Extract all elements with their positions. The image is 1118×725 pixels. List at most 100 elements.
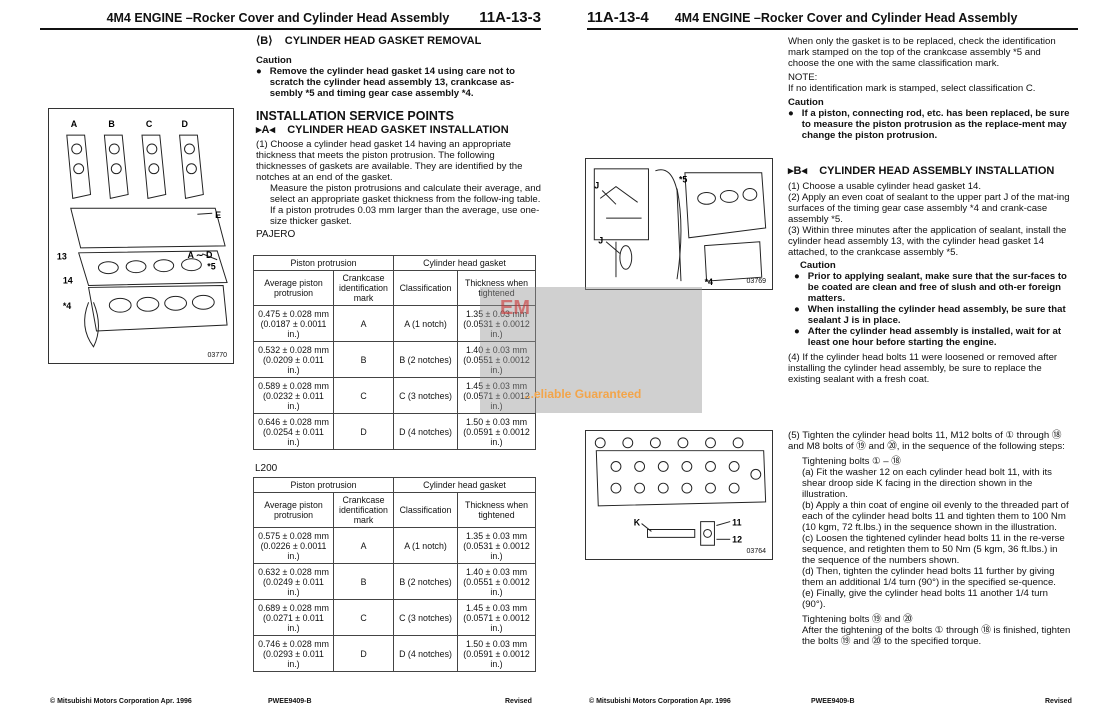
table-row: 0.589 ± 0.028 mm (0.0232 ± 0.011 in.) C … xyxy=(253,377,536,414)
cell-avg: 0.532 ± 0.028 mm (0.0209 ± 0.011 in.) xyxy=(253,341,334,378)
fig2-label-12: 12 xyxy=(732,534,742,544)
cell-mark: B xyxy=(333,341,394,378)
caution2-label: Caution xyxy=(800,260,836,271)
table-row: 0.646 ± 0.028 mm (0.0254 ± 0.011 in.) D … xyxy=(253,413,536,450)
tight2-text: After the tightening of the bolts ① thro… xyxy=(802,625,1071,647)
th-mark: Crankcase identification mark xyxy=(333,492,394,528)
gasket-figure: A B C D E 13 14 A ∼ D *5 *4 03770 xyxy=(48,108,234,364)
table-row: 0.532 ± 0.028 mm (0.0209 ± 0.011 in.) B … xyxy=(253,341,536,378)
left-page: 4M4 ENGINE –Rocker Cover and Cylinder He… xyxy=(40,9,541,705)
step1b: Measure the piston protrusions and calcu… xyxy=(270,183,541,205)
th-piston: Piston protrusion xyxy=(253,477,394,493)
cell-avg: 0.632 ± 0.028 mm (0.0249 ± 0.011 in.) xyxy=(253,563,334,600)
table-row: 0.475 ± 0.028 mm (0.0187 ± 0.0011 in.) A… xyxy=(253,305,536,342)
left-caution-label: Caution xyxy=(256,55,292,66)
cell-thk: 1.45 ± 0.03 mm (0.0571 ± 0.0012 in.) xyxy=(457,599,536,636)
bolt-sequence-illustration: K 11 12 xyxy=(594,437,767,546)
l200-label: L200 xyxy=(255,463,278,474)
right-footer-code: PWEE9409-B xyxy=(811,698,855,705)
right-header-title: 4M4 ENGINE –Rocker Cover and Cylinder He… xyxy=(674,11,1018,25)
fig1-id: 03769 xyxy=(746,278,766,285)
tight2-label: Tightening bolts ⑲ and ⑳ xyxy=(802,614,913,625)
th-gasket: Cylinder head gasket xyxy=(393,255,536,271)
th-avg: Average piston protrusion xyxy=(253,492,334,528)
removal-marker: ⟨B⟩ xyxy=(256,35,273,47)
table-row: 0.746 ± 0.028 mm (0.0293 ± 0.011 in.) D … xyxy=(253,635,536,672)
table-row: 0.632 ± 0.028 mm (0.0249 ± 0.011 in.) B … xyxy=(253,563,536,600)
cell-cls: B (2 notches) xyxy=(393,341,458,378)
fig-label-14: 14 xyxy=(63,275,73,285)
cell-cls: A (1 notch) xyxy=(393,527,458,564)
cell-mark: A xyxy=(333,527,394,564)
cell-mark: A xyxy=(333,305,394,342)
watermark-badge: EM xyxy=(500,297,530,319)
fig2-label-11: 11 xyxy=(732,518,741,528)
left-footer-rev: Revised xyxy=(505,698,532,705)
gasket-illustration: A B C D E 13 14 A ∼ D *5 *4 xyxy=(57,119,228,348)
step-5: (5) Tighten the cylinder head bolts 11, … xyxy=(788,430,1065,452)
cell-avg: 0.589 ± 0.028 mm (0.0232 ± 0.011 in.) xyxy=(253,377,334,414)
step-4: (4) If the cylinder head bolts 11 were l… xyxy=(788,352,1058,385)
note-label: NOTE: xyxy=(788,72,818,83)
fig-letter-c: C xyxy=(146,119,153,129)
substep: (b) Apply a thin coat of engine oil even… xyxy=(802,500,1069,533)
cell-avg: 0.689 ± 0.028 mm (0.0271 ± 0.011 in.) xyxy=(253,599,334,636)
bolt-sequence-figure: K 11 12 03764 xyxy=(585,430,773,560)
sealant-figure: J J *5 *4 03769 xyxy=(585,158,773,290)
th-thk: Thickness when tightened xyxy=(457,492,536,528)
fig1-label-s5: *5 xyxy=(679,175,687,185)
right-caution-label: Caution xyxy=(788,97,824,108)
tightening-section: (5) Tighten the cylinder head bolts 11, … xyxy=(788,430,1072,647)
fig1-label-j: J xyxy=(598,236,603,246)
fig-label-13: 13 xyxy=(57,252,67,262)
fig2-label-k: K xyxy=(634,518,641,528)
right-header: 11A-13-4 4M4 ENGINE –Rocker Cover and Cy… xyxy=(587,8,1078,30)
fig-id: 03770 xyxy=(207,352,227,359)
install-heading: INSTALLATION SERVICE POINTS xyxy=(256,109,454,123)
note-text: If no identification mark is stamped, se… xyxy=(788,83,1036,94)
cell-avg: 0.746 ± 0.028 mm (0.0293 ± 0.011 in.) xyxy=(253,635,334,672)
fig-label-s5: *5 xyxy=(207,262,215,272)
cell-thk: 1.35 ± 0.03 mm (0.0531 ± 0.0012 in.) xyxy=(457,527,536,564)
th-piston: Piston protrusion xyxy=(253,255,394,271)
sealant-illustration: J J *5 *4 xyxy=(593,168,767,287)
th-mark: Crankcase identification mark xyxy=(333,270,394,306)
cell-mark: D xyxy=(333,413,394,450)
substep: (a) Fit the washer 12 on each cylinder h… xyxy=(802,467,1052,500)
cell-mark: C xyxy=(333,599,394,636)
cell-mark: D xyxy=(333,635,394,672)
step1c: If a piston protrudes 0.03 mm larger tha… xyxy=(270,205,540,227)
cell-cls: B (2 notches) xyxy=(393,563,458,600)
substep: (e) Finally, give the cylinder head bolt… xyxy=(802,588,1049,610)
left-caution-text: Remove the cylinder head gasket 14 using… xyxy=(269,66,516,99)
watermark-text: ...eliable Guaranteed xyxy=(524,387,642,401)
right-footer-copy: © Mitsubishi Motors Corporation Apr. 199… xyxy=(589,698,731,705)
l200-table: Piston protrusion Cylinder head gasket A… xyxy=(253,477,536,672)
cell-mark: B xyxy=(333,563,394,600)
fig-label-e: E xyxy=(215,210,221,220)
table-row: 0.575 ± 0.028 mm (0.0226 ± 0.0011 in.) A… xyxy=(253,527,536,564)
cell-cls: D (4 notches) xyxy=(393,635,458,672)
install-b-title: CYLINDER HEAD ASSEMBLY INSTALLATION xyxy=(819,165,1055,177)
right-page: 11A-13-4 4M4 ENGINE –Rocker Cover and Cy… xyxy=(559,0,1118,725)
step-2: (2) Apply an even coat of sealant to the… xyxy=(788,192,1070,225)
cell-cls: C (3 notches) xyxy=(393,377,458,414)
cell-cls: D (4 notches) xyxy=(393,413,458,450)
tight-label: Tightening bolts ① – ⑱ xyxy=(802,456,901,467)
th-avg: Average piston protrusion xyxy=(253,270,334,306)
intro-text: When only the gasket is to be replaced, … xyxy=(788,36,1056,69)
step-3: (3) Within three minutes after the appli… xyxy=(788,225,1067,258)
cell-thk: 1.40 ± 0.03 mm (0.0551 ± 0.0012 in.) xyxy=(457,563,536,600)
removal-section: ⟨B⟩ CYLINDER HEAD GASKET REMOVAL Caution… xyxy=(256,35,541,241)
left-footer-code: PWEE9409-B xyxy=(268,698,312,705)
fig-letter-d: D xyxy=(182,119,189,129)
left-footer-copy: © Mitsubishi Motors Corporation Apr. 199… xyxy=(50,698,192,705)
install-title: CYLINDER HEAD GASKET INSTALLATION xyxy=(287,124,509,136)
right-caution-text: If a piston, connecting rod, etc. has be… xyxy=(801,108,1070,141)
left-page-number: 11A-13-3 xyxy=(479,9,541,26)
install-b-marker: ▸B◂ xyxy=(788,165,807,177)
right-top-text: When only the gasket is to be replaced, … xyxy=(788,36,1072,141)
cell-avg: 0.646 ± 0.028 mm (0.0254 ± 0.011 in.) xyxy=(253,413,334,450)
right-footer-rev: Revised xyxy=(1045,698,1072,705)
table-row: 0.689 ± 0.028 mm (0.0271 ± 0.011 in.) C … xyxy=(253,599,536,636)
